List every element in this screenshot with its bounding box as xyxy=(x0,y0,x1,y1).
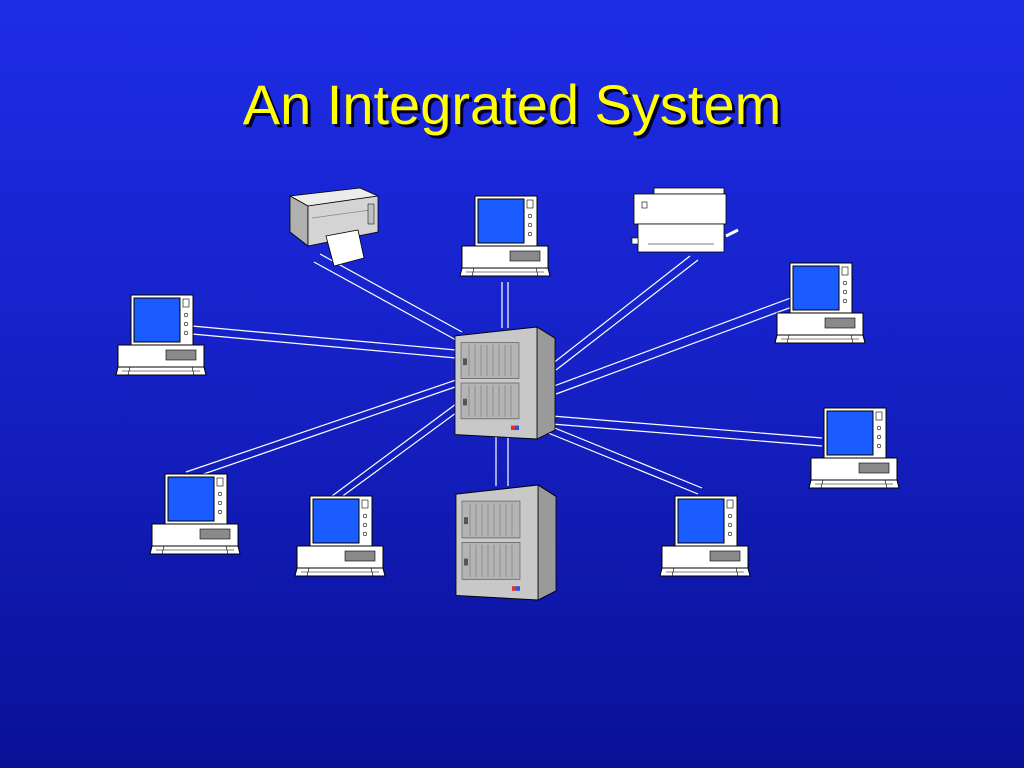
link-bottom-right-computer xyxy=(535,421,703,495)
computer-icon-bottom-right xyxy=(659,495,751,577)
secondary-server-icon xyxy=(455,484,557,601)
link-right-upper-computer xyxy=(553,295,801,395)
link-left-computer xyxy=(191,325,457,359)
computer-icon-bottom-center-left xyxy=(294,495,386,577)
link-laser-printer xyxy=(551,255,699,371)
connection-lines xyxy=(185,253,823,499)
computer-icon-right-upper xyxy=(774,262,866,344)
link-top-computer xyxy=(501,282,509,328)
computer-icon-top xyxy=(459,195,551,277)
link-bottom-center-left-computer xyxy=(331,403,461,499)
laser-printer-icon xyxy=(630,186,740,254)
link-right-middle-computer xyxy=(551,415,823,447)
slide-title: An Integrated System xyxy=(242,73,782,136)
link-bottom-server xyxy=(495,436,509,486)
computer-icon-bottom-left xyxy=(149,473,241,555)
link-inkjet-printer xyxy=(313,253,463,341)
link-bottom-left-computer xyxy=(185,379,459,479)
central-server-icon xyxy=(454,326,556,440)
computer-icon-right-middle xyxy=(808,407,900,489)
inkjet-printer-icon xyxy=(289,187,379,267)
computer-icon-left xyxy=(115,294,207,376)
